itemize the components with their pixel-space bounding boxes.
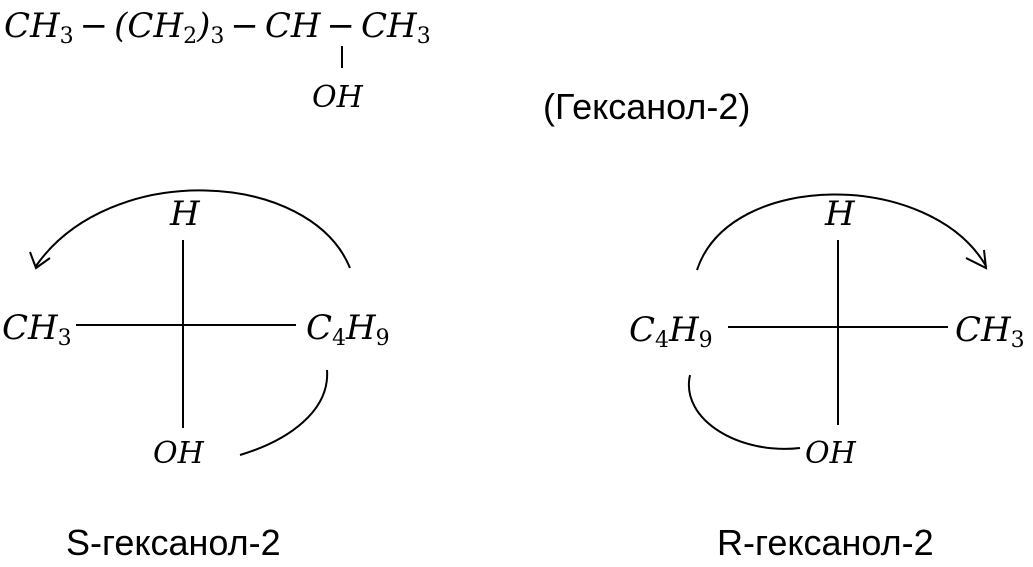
bond-dash-1: − [79,6,109,46]
r-right-ch-text: CH [955,310,1011,350]
r-right-ch3: CH3 [955,310,1025,352]
oh-bond-line [341,46,343,68]
s-top-arrow [35,189,351,269]
oh-substituent: OH [312,80,363,115]
ch3-left: CH [4,6,60,46]
r-left-h-sub: 9 [698,328,713,353]
s-caption: S-гексанол-2 [66,522,281,563]
r-bottom-oh: OH [805,436,856,471]
r-caption: R-гексанол-2 [717,522,934,563]
s-right-c-sub: 4 [332,326,347,351]
s-top-arrowhead [29,251,51,270]
ch3-right-sub: 3 [416,24,431,49]
ch2-count: 3 [210,24,225,49]
ch2-sub: 2 [183,24,198,49]
condensed-formula: CH3−(CH2)3−CH−CH3 [4,6,431,49]
r-left-h: H [669,310,699,350]
compound-name: (Гексанол-2) [543,86,751,127]
s-top-h: H [170,194,200,234]
ch3-left-sub: 3 [59,24,74,49]
s-right-h-sub: 9 [375,326,390,351]
s-bottom-oh: OH [153,436,204,471]
r-top-arrow [696,193,987,271]
s-right-c: C [306,308,333,348]
r-left-c: C [629,310,656,350]
r-left-c4h9: C4H9 [629,310,713,352]
s-lower-arc [239,369,329,456]
s-left-ch-text: CH [2,308,58,348]
r-lower-arc [687,374,801,450]
s-left-ch3: CH3 [2,308,72,350]
s-left-sub: 3 [57,326,72,351]
r-right-sub: 3 [1010,328,1025,353]
bond-dash-3: − [326,6,356,46]
r-top-arrowhead [965,249,988,270]
r-top-h: H [825,194,855,234]
r-left-c-sub: 4 [655,328,670,353]
ch2-open: (CH [114,6,184,46]
s-right-c4h9: C4H9 [306,308,390,350]
s-right-h: H [346,308,376,348]
bond-dash-2: − [230,6,259,46]
ch2-close: ) [197,6,211,46]
ch3-right: CH [361,6,417,46]
ch-center: CH [264,6,321,46]
